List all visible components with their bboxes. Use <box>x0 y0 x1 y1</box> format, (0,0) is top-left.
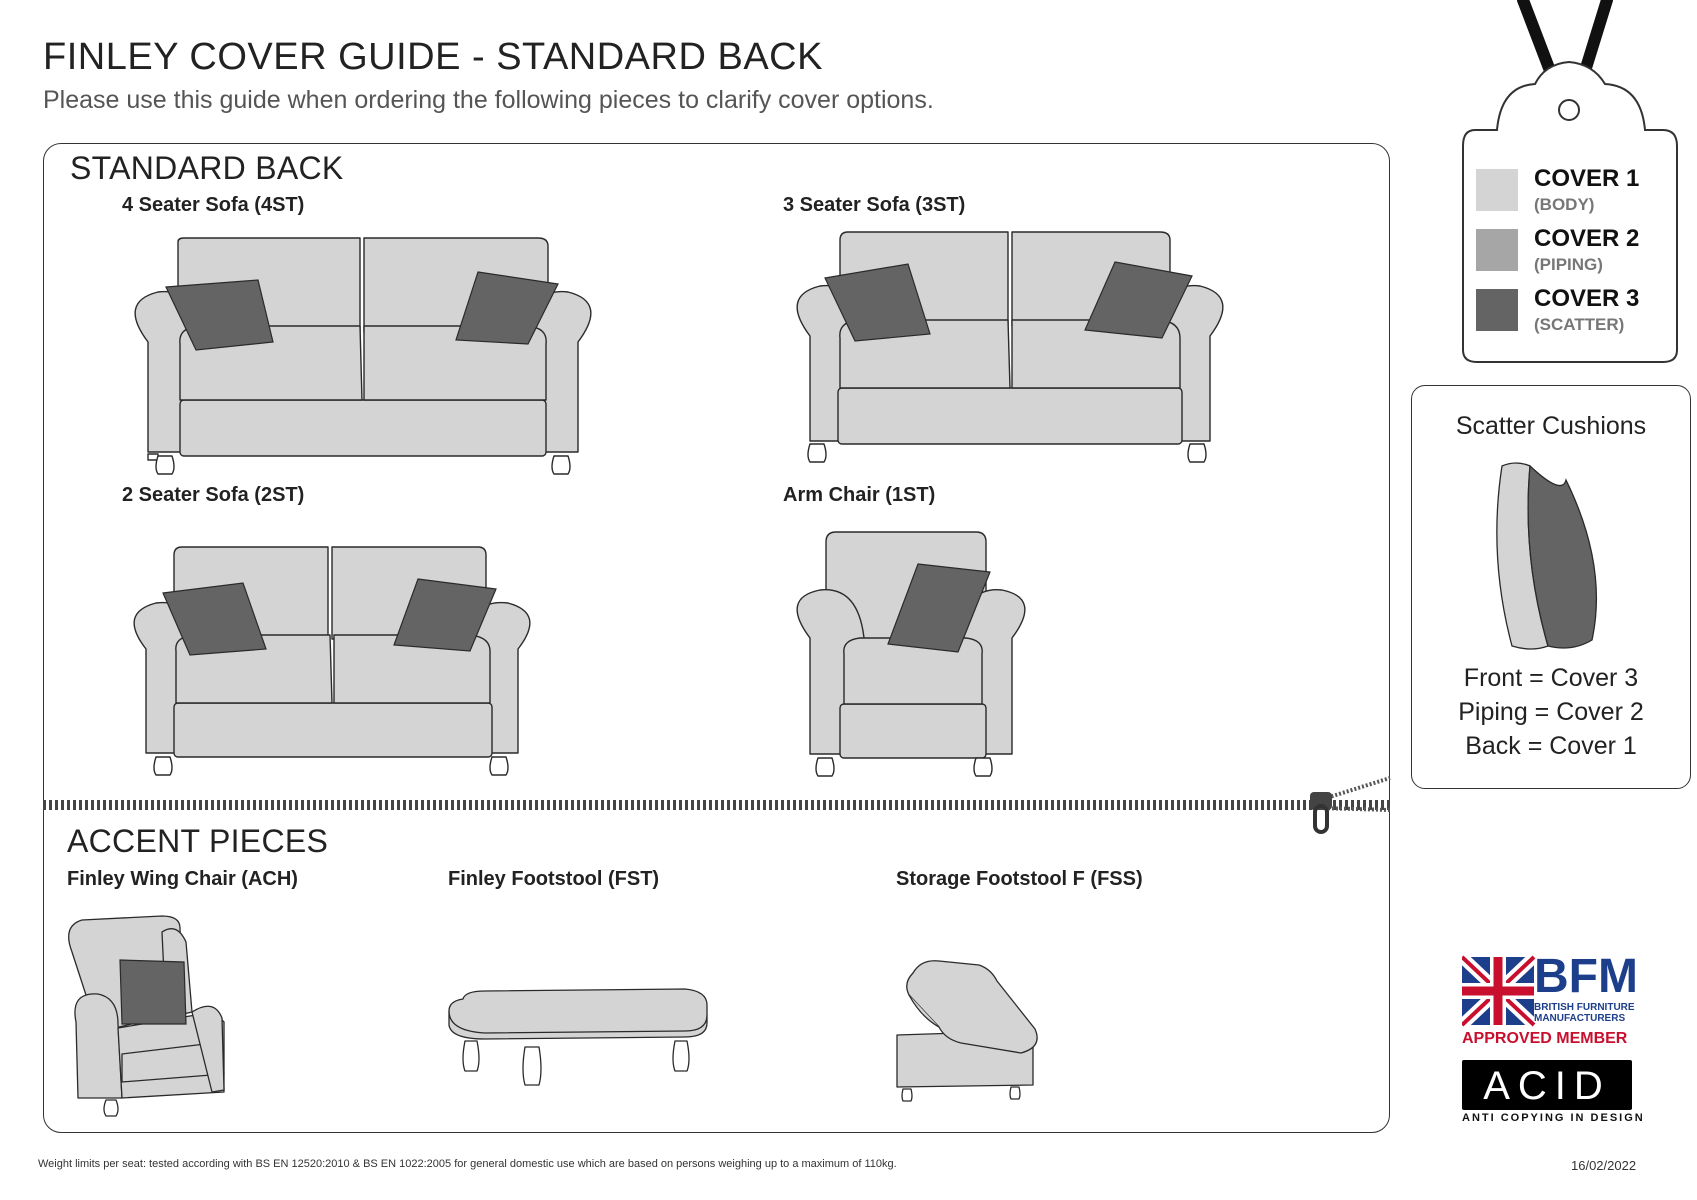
cushion-back-line: Back = Cover 1 <box>1465 732 1637 760</box>
sofa-3-seater-illustration <box>796 231 1224 463</box>
cover-1-swatch <box>1476 169 1518 211</box>
cover-3-swatch <box>1476 289 1518 331</box>
acid-logo: ACID <box>1462 1060 1632 1110</box>
storage-footstool-illustration <box>896 960 1038 1102</box>
acid-name: ACID <box>1483 1064 1611 1108</box>
label-2-seater-sofa: 2 Seater Sofa (2ST) <box>122 484 305 506</box>
sofa-4-seater-illustration <box>134 237 592 475</box>
cushion-piping-line: Piping = Cover 2 <box>1458 698 1644 726</box>
acid-tagline: ANTI COPYING IN DESIGN <box>1462 1112 1645 1124</box>
cover-2-swatch <box>1476 229 1518 271</box>
label-arm-chair: Arm Chair (1ST) <box>783 484 936 506</box>
page-subtitle: Please use this guide when ordering the … <box>43 86 934 114</box>
document-date: 16/02/2022 <box>1571 1158 1637 1173</box>
wing-chair-illustration <box>68 915 225 1117</box>
cushion-front-line: Front = Cover 3 <box>1463 664 1639 692</box>
cover-2-sub: (PIPING) <box>1534 255 1603 274</box>
bfm-line-1: BRITISH FURNITURE <box>1534 1002 1635 1013</box>
scatter-cushion-illustration <box>1496 462 1598 650</box>
page-title: FINLEY COVER GUIDE - STANDARD BACK <box>43 36 823 78</box>
cover-1-sub: (BODY) <box>1534 195 1595 214</box>
main-panel <box>43 143 1390 1133</box>
weight-limits-note: Weight limits per seat: tested according… <box>38 1158 897 1170</box>
legend-cover-1: COVER 1 (BODY) <box>1476 165 1676 223</box>
legend-cover-2: COVER 2 (PIPING) <box>1476 225 1676 283</box>
scatter-cushions-title: Scatter Cushions <box>1455 412 1647 440</box>
bfm-name: BFM <box>1534 950 1638 1003</box>
label-3-seater-sofa: 3 Seater Sofa (3ST) <box>783 194 966 216</box>
bfm-approved-member: APPROVED MEMBER <box>1462 1030 1628 1047</box>
cover-legend-tag <box>1462 0 1678 363</box>
scatter-cushions-panel: Scatter Cushions Front = Cover 3 Piping … <box>1411 385 1691 789</box>
footstool-illustration <box>448 988 708 1086</box>
bfm-logo <box>1462 955 1539 1030</box>
bfm-line-2: MANUFACTURERS <box>1534 1013 1626 1024</box>
sofa-2-seater-illustration <box>133 546 531 776</box>
cover-3-sub: (SCATTER) <box>1534 315 1625 334</box>
standard-back-heading: STANDARD BACK <box>70 150 344 186</box>
arm-chair-illustration <box>796 531 1026 777</box>
cover-3-title: COVER 3 <box>1534 285 1640 312</box>
zipper-divider <box>43 799 1390 811</box>
cover-2-title: COVER 2 <box>1534 225 1640 252</box>
label-footstool: Finley Footstool (FST) <box>448 868 660 890</box>
legend-cover-3: COVER 3 (SCATTER) <box>1476 285 1676 343</box>
zipper-pull-icon <box>1310 776 1391 834</box>
label-storage-footstool: Storage Footstool F (FSS) <box>896 868 1143 890</box>
cover-1-title: COVER 1 <box>1534 165 1640 192</box>
accent-pieces-heading: ACCENT PIECES <box>67 823 329 859</box>
label-4-seater-sofa: 4 Seater Sofa (4ST) <box>122 194 305 216</box>
label-wing-chair: Finley Wing Chair (ACH) <box>67 868 298 890</box>
